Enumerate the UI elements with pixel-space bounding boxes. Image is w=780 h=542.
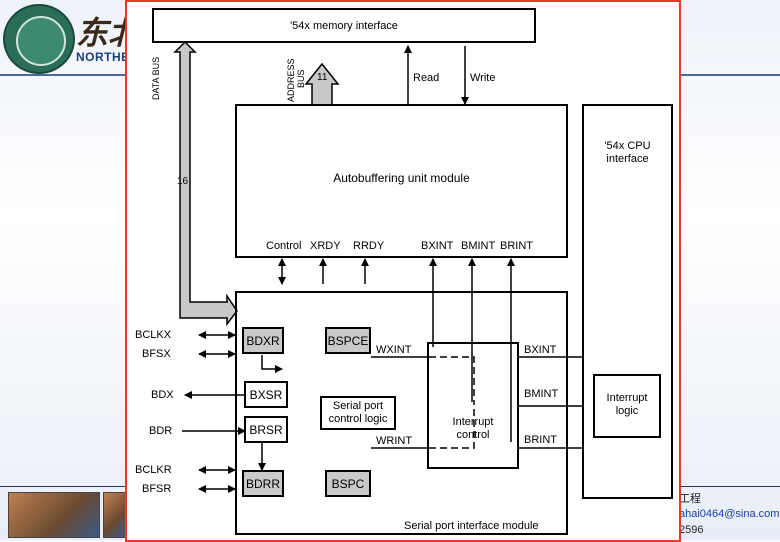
interrupt-control-box: Interrupt control <box>427 342 519 469</box>
footer-divider-right <box>677 486 780 487</box>
pin-bfsx: BFSX <box>142 348 171 360</box>
register-bspc: BSPC <box>325 470 371 497</box>
signal-xrdy: XRDY <box>310 240 341 252</box>
int-dashed-1 <box>429 356 475 400</box>
interrupt-control-label-2: control <box>456 429 490 441</box>
campus-photo <box>8 492 100 538</box>
data-bus-width-label: 16 <box>177 176 189 187</box>
wiring-layer <box>173 40 596 493</box>
register-bxsr: BXSR <box>244 381 288 408</box>
serial-control-label-2: control logic <box>328 413 388 425</box>
pin-bdx: BDX <box>151 389 174 401</box>
footer-divider-left <box>0 486 125 487</box>
address-bus-label-1: ADDRESS <box>286 58 296 102</box>
data-bus-arrow <box>173 40 238 327</box>
autobuffer-module: Autobuffering unit module <box>235 104 568 258</box>
interrupt-control-label-1: Interrupt <box>452 416 494 428</box>
register-bdrr: BDRR <box>242 470 284 497</box>
pin-bdr: BDR <box>149 425 173 437</box>
address-bus-width-label: 11 <box>317 72 328 83</box>
data-bus-label: DATA BUS <box>151 56 161 100</box>
autobuffer-title: Autobuffering unit module <box>333 171 470 185</box>
register-bdxr: BDXR <box>242 327 284 354</box>
memory-interface-label: '54x memory interface <box>290 20 398 32</box>
read-label: Read <box>413 72 440 84</box>
address-bus-label-2: BUS <box>296 69 306 88</box>
pin-bfsr: BFSR <box>142 483 172 495</box>
serial-module-title: Serial port interface module <box>404 520 539 532</box>
cpu-interface-label-1: '54x CPU <box>604 140 651 152</box>
register-bspce: BSPCE <box>325 327 371 354</box>
serial-control-logic: Serial port control logic <box>320 396 396 430</box>
diagram-panel: '54x memory interface DATA BUS 16 ADDRES… <box>125 0 681 542</box>
register-brsr: BRSR <box>244 416 288 443</box>
campus-photo-2 <box>103 492 127 538</box>
pin-bclkr: BCLKR <box>135 464 172 476</box>
address-bus-arrow <box>304 62 340 106</box>
int-dashed-2 <box>429 400 475 449</box>
header-divider-left <box>0 74 125 76</box>
header-divider-right <box>677 74 780 76</box>
footer-text-phone: 2596 <box>679 524 704 536</box>
wrint-label: WRINT <box>376 435 413 447</box>
signal-control: Control <box>266 240 302 252</box>
serial-control-label-1: Serial port <box>332 400 384 412</box>
brint-out-label: BRINT <box>524 434 557 446</box>
signal-bxint: BXINT <box>421 240 454 252</box>
bxint-out-label: BXINT <box>524 344 557 356</box>
university-seal-icon <box>3 4 75 74</box>
interrupt-logic-label-2: logic <box>615 405 639 417</box>
cpu-interface-label-2: interface <box>606 153 649 165</box>
signal-rrdy: RRDY <box>353 240 385 252</box>
memory-interface-box: '54x memory interface <box>152 8 536 43</box>
pin-bclkx: BCLKX <box>135 329 172 341</box>
signal-brint: BRINT <box>500 240 533 252</box>
signal-bmint: BMINT <box>461 240 496 252</box>
serial-port-module: Serial port interface module <box>235 291 568 535</box>
write-label: Write <box>470 72 496 84</box>
bmint-out-label: BMINT <box>524 388 559 400</box>
bdxr-bxsr-path <box>261 355 283 373</box>
interrupt-logic-box: Interrupt logic <box>593 374 661 438</box>
cpu-interface-box: '54x CPU interface <box>582 104 673 499</box>
wxint-label: WXINT <box>376 344 412 356</box>
footer-email-link[interactable]: ahai0464@sina.com <box>679 508 780 520</box>
interrupt-logic-label-1: Interrupt <box>606 392 648 404</box>
footer-text-course: 工程 <box>679 493 701 505</box>
